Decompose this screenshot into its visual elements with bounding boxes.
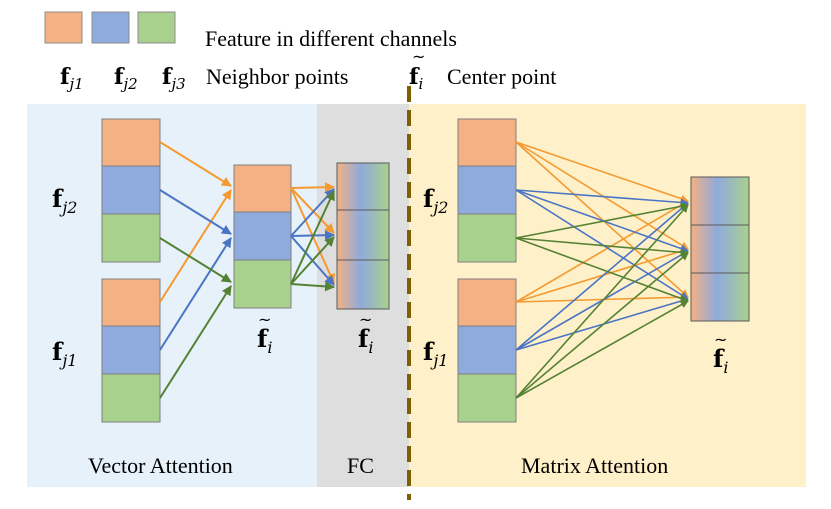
vector-attention-title: Vector Attention	[88, 453, 233, 478]
svg-text:~: ~	[359, 310, 372, 329]
vector-block-fi	[233, 164, 292, 309]
legend-swatch-orange	[44, 11, 83, 44]
legend-symbol-fj2: fj2	[114, 64, 138, 93]
matrix-block-fj2	[457, 118, 517, 263]
legend-symbol-fi: fi	[409, 64, 423, 93]
vector-block-fj1	[101, 278, 161, 423]
fc-title: FC	[347, 453, 374, 478]
fc-arrows	[290, 182, 335, 292]
legend-channels-text: Feature in different channels	[205, 26, 457, 51]
legend-symbol-fj3: fj3	[162, 64, 186, 93]
matrix-label-fi: ~ fi	[713, 330, 728, 377]
legend-swatch-blue	[91, 11, 130, 44]
legend-swatch-green	[137, 11, 176, 44]
legend-neighbor-text: Neighbor points	[206, 64, 348, 89]
vector-arrows	[159, 141, 232, 399]
svg-text:~: ~	[714, 330, 727, 349]
legend-center-text: Center point	[447, 64, 556, 89]
legend-symbol-fj1: fj1	[60, 64, 84, 93]
legend-tilde: ~	[412, 47, 425, 66]
matrix-arrows	[515, 141, 689, 399]
vector-block-fj2	[101, 118, 161, 263]
matrix-block-fj1	[457, 278, 517, 423]
legend: Feature in different channels fj1 fj2 fj…	[44, 11, 556, 93]
svg-text:~: ~	[258, 310, 271, 329]
matrix-attention-title: Matrix Attention	[521, 453, 668, 478]
matrix-output-block	[690, 176, 750, 322]
fc-output-block	[336, 162, 390, 310]
